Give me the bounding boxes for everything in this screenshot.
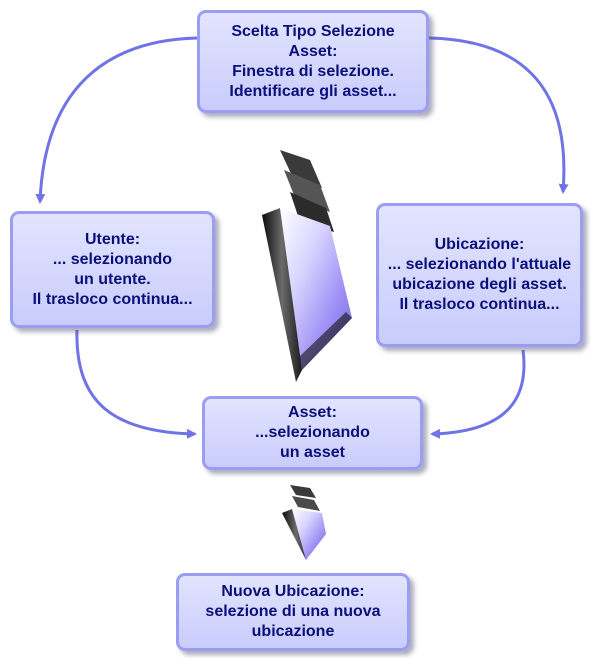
node-line: Asset: [288, 404, 337, 421]
node-nuova-ubicazione: Nuova Ubicazione: selezione di una nuova… [176, 573, 410, 651]
node-utente: Utente: ... selezionando un utente. Il t… [10, 211, 215, 328]
node-line: Utente: [84, 230, 141, 248]
connector-scelta-utente [35, 36, 198, 204]
node-line: Nuova Ubicazione: [221, 583, 365, 600]
node-line: Asset: [288, 42, 338, 60]
small-down-arrow-icon [282, 485, 326, 560]
node-line: ...selezionando [255, 424, 370, 441]
node-ubicazione: Ubicazione: ... selezionando l'attuale u… [376, 203, 583, 347]
node-line: un asset [280, 444, 345, 461]
node-line: Scelta Tipo Selezione [231, 22, 395, 40]
big-down-arrow-icon [262, 150, 352, 382]
node-line: ubicazione degli asset. [392, 276, 567, 293]
node-line: un utente. [74, 270, 151, 288]
connector-scelta-ubicazione [428, 36, 569, 194]
node-line: ubicazione [251, 623, 335, 640]
node-line: ... selezionando l'attuale [387, 256, 572, 273]
node-line: ... selezionando [52, 250, 173, 268]
node-line: Il trasloco continua... [399, 296, 560, 313]
node-line: Identificare gli asset... [229, 82, 397, 100]
node-line: Ubicazione: [434, 236, 525, 253]
connector-utente-asset [75, 329, 197, 439]
connector-ubicazione-asset [430, 349, 526, 439]
node-asset: Asset: ...selezionando un asset [202, 396, 423, 470]
node-line: Finestra di selezione. [232, 62, 394, 80]
node-scelta-tipo-selezione: Scelta Tipo Selezione Asset: Finestra di… [197, 10, 429, 113]
node-line: selezione di una nuova [205, 603, 381, 620]
node-line: Il trasloco continua... [32, 290, 193, 308]
